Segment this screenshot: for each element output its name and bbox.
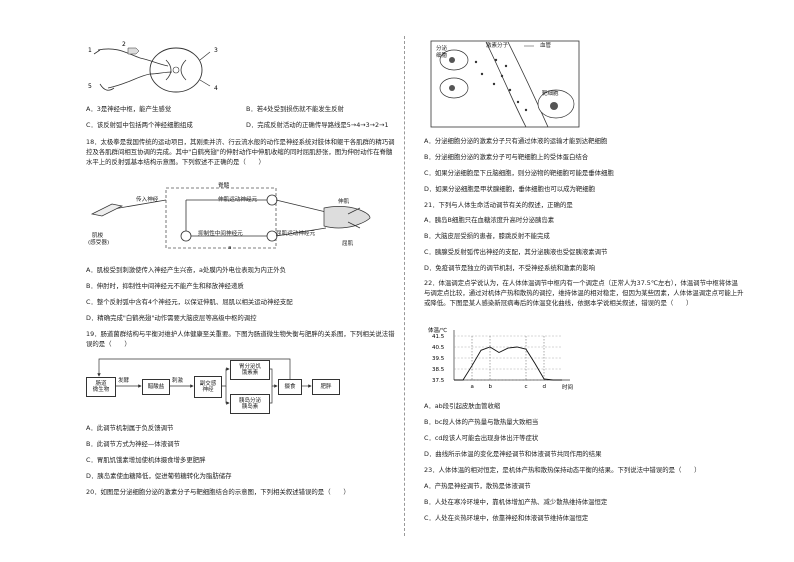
q18-option-d: D．精确完成"白鹤亮翅"动作需要大脑皮层等高级中枢的调控 — [86, 314, 257, 322]
fig18-extensor: 伸肌 — [338, 199, 350, 205]
x-axis-label: 时间 — [562, 383, 573, 391]
column-divider — [404, 36, 405, 536]
q20-option-d: D．如果分泌细胞是甲状腺细胞，垂体细胞也可以成为靶细胞 — [424, 185, 596, 193]
box-microbe: 肠道 微生物 — [86, 377, 116, 397]
svg-text:4: 4 — [214, 85, 218, 92]
temperature-line — [454, 346, 562, 381]
fig18-spinal-cord: 脊髓 — [218, 183, 230, 189]
q21-stem: 21．下列与人体生命活动调节有关的叙述，正确的是 — [424, 201, 573, 209]
fig18-receptor: (感受器) — [88, 240, 110, 246]
y-tick-label: 38.5 — [432, 367, 445, 373]
box-acetic: 醋酸盐 — [142, 379, 170, 395]
q17-option-b: B．若4处受到损伤就不能发生反射 — [246, 105, 344, 113]
label-stimulate: 刺激 — [172, 378, 184, 384]
fig18-spindle: 肌梭 — [92, 233, 104, 239]
q19-option-d: D．胰岛素使血糖降低，促进葡萄糖转化为脂肪储存 — [86, 472, 232, 480]
q19-option-b: B．此调节方式为神经—体液调节 — [86, 440, 180, 448]
box-obesity: 肥胖 — [312, 379, 340, 395]
q17-option-a: A．3是神经中枢，能产生感觉 — [86, 105, 172, 113]
q18-stem: 18．太极拳是我国传统的运动项目，其刚柔并济、行云流水般的动作是神经系统对肢体和… — [86, 138, 395, 166]
svg-text:2: 2 — [122, 41, 126, 48]
q18-option-b: B．伸肘时，抑制性中间神经元不能产生和释放神经递质 — [86, 282, 244, 290]
q18-option-a: A．肌梭受到刺激使传入神经产生兴奋，a处膜内外电位表现为内正外负 — [86, 266, 287, 274]
fig20-vessel: 血管 — [540, 43, 552, 49]
reflex-arc-figure: 1 2 3 4 5 — [88, 41, 218, 93]
right-column: 分泌 细胞 激素分子 血管 靶细胞 A．分泌细胞分泌的激素分子只有通过体液的运输… — [424, 0, 744, 562]
temperature-chart: 体温/℃ 时间 37.5 38.5 39.5 40.5 41.5 a b c d — [428, 326, 573, 391]
fig18-efferent-flex: 屈肌运动神经元 — [276, 231, 316, 237]
q20-stem: 20．如图是分泌细胞分泌的激素分子与靶细胞结合的示意图，下列相关叙述错误的是（ … — [86, 488, 350, 496]
svg-text:3: 3 — [214, 47, 218, 54]
q20-option-a: A．分泌细胞分泌的激素分子只有通过体液的运输才能到达靶细胞 — [424, 137, 608, 145]
q19-stem: 19．肠道菌群结构与平衡对维护人体健康至关重要。下图为肠道微生物失衡与肥胖的关系… — [86, 330, 395, 348]
fig20-secretory: 分泌 细胞 — [436, 46, 448, 59]
svg-text:1: 1 — [88, 47, 92, 54]
q21-option-d: D．免疫调节是独立的调节机制，不受神经系统和激素的影响 — [424, 264, 596, 272]
q20-option-c: C．如果分泌细胞是下丘脑细胞，则分泌物的靶细胞可能是垂体细胞 — [424, 169, 614, 177]
box-ghrelin: 胃分泌饥 饿素素 — [230, 360, 270, 380]
fig20-target: 靶细胞 — [542, 91, 559, 97]
y-tick-label: 40.5 — [432, 345, 445, 351]
stretch-reflex-figure — [90, 187, 371, 249]
fig18-point-a: a — [228, 245, 232, 251]
left-column: 1 2 3 4 5 A．3是神经中枢，能产生感觉 B．若4处受到损伤就不能发生反… — [80, 0, 395, 562]
q23-option-a: A．产热是神经调节，散热是体液调节 — [424, 482, 531, 490]
x-marker-label: a — [471, 384, 474, 390]
q21-option-b: B．大脑皮层受损的患者，膝跳反射不能完成 — [424, 232, 550, 240]
q21-option-a: A．胰岛B细胞只在血糖浓度升高时分泌胰岛素 — [424, 216, 555, 224]
fig18-flexor: 屈肌 — [342, 241, 354, 247]
q22-option-a: A．ab段引起皮肤血管收缩 — [424, 402, 501, 410]
q23-option-b: B．人处在寒冷环境中，靠机体增加产热、减少散热维持体温恒定 — [424, 498, 608, 506]
fig18-interneuron: 抑制性中间神经元 — [198, 231, 243, 237]
q20-option-b: B．分泌细胞分泌的激素分子可与靶细胞上的受体蛋白结合 — [424, 153, 589, 161]
y-tick-label: 41.5 — [432, 334, 445, 340]
flow-arrows — [97, 358, 312, 405]
q19-option-c: C．胃肌饥饿素增加使机体摄食增多更肥胖 — [86, 456, 206, 464]
q19-option-a: A．此调节机制属于负反馈调节 — [86, 424, 174, 432]
fig20-hormone: 激素分子 — [486, 43, 509, 49]
fig18-efferent-ext: 伸肌运动神经元 — [218, 197, 258, 203]
x-marker-label: d — [543, 384, 547, 390]
q22-option-c: C．cd段该人可能会出现身体出汗等症状 — [424, 434, 539, 442]
q18-option-c: C．整个反射弧中含有4个神经元，以保证伸肌、屈肌以相关运动神经支配 — [86, 298, 293, 306]
box-intake: 摄食 — [278, 379, 302, 395]
q22-option-d: D．曲线所示体温的变化是神经调节和体液调节共同作用的结果 — [424, 450, 602, 458]
q22-stem: 22．体温调定点学说认为，在人体体温调节中枢内有一个调定点（正常人为37.5℃左… — [424, 279, 744, 307]
x-marker-label: c — [525, 384, 528, 390]
label-ferment: 发酵 — [118, 378, 130, 384]
y-tick-label: 39.5 — [432, 356, 445, 362]
y-tick-label: 37.5 — [432, 378, 445, 384]
hormone-target-figure — [430, 40, 580, 128]
q17-option-c: C．该反射弧中包括两个神经细胞组成 — [86, 121, 193, 129]
fig18-afferent: 传入神经 — [136, 197, 159, 203]
q21-option-c: C．胰腺受反射弧传出神经的支配，其分泌胰液也受促胰液素调节 — [424, 248, 608, 256]
q17-option-d: D．完成反射活动的正确传导路线是5→4→3→2→1 — [246, 121, 389, 129]
q22-option-b: B．bc段人体的产热量与散热量大致相当 — [424, 418, 539, 426]
svg-text:5: 5 — [88, 83, 92, 90]
q23-stem: 23．人体体温的相对恒定，是机体产热和散热保持动态平衡的结果。下列说法中错误的是… — [424, 466, 701, 474]
box-insulin: 胰岛分泌 胰岛素 — [230, 394, 270, 414]
x-marker-label: b — [489, 384, 493, 390]
q23-option-c: C．人处在炎热环境中，依靠神经和体液调节维持体温恒定 — [424, 514, 589, 522]
box-parasym: 副交感 神经 — [194, 376, 222, 398]
y-axis-label: 体温/℃ — [428, 326, 447, 334]
